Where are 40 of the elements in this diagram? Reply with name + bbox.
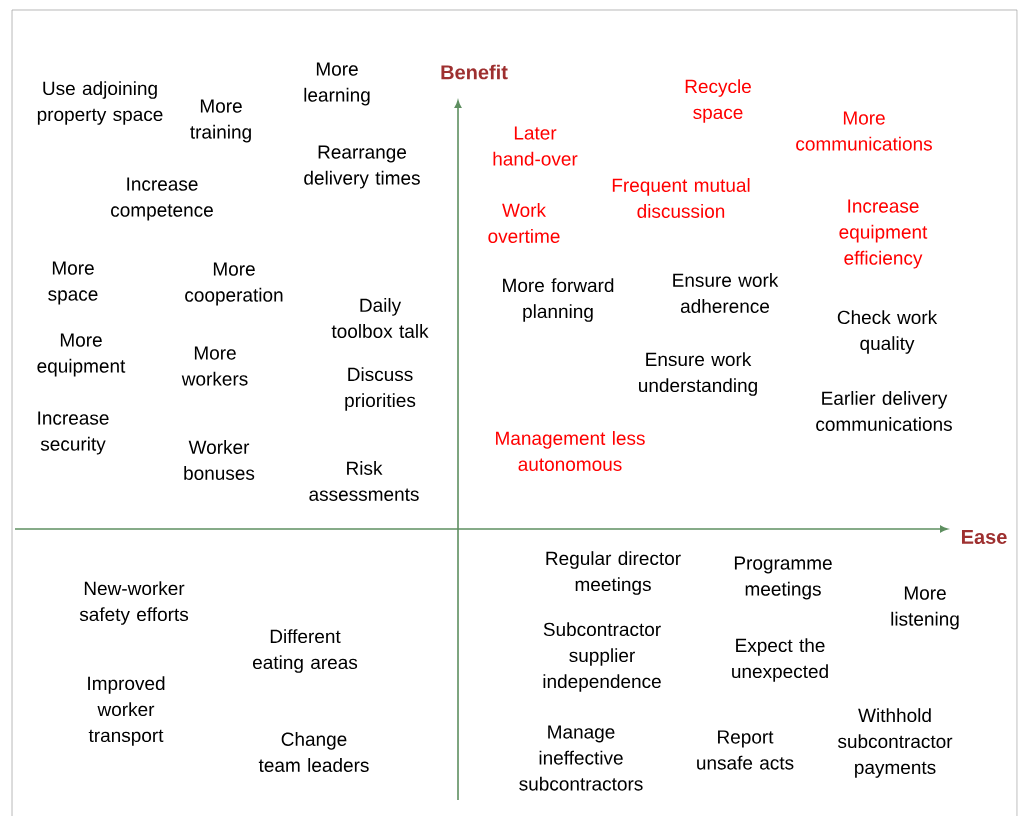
quadrant-label: Ensure work adherence bbox=[673, 273, 779, 313]
quadrant-label: More communications bbox=[796, 111, 932, 151]
quadrant-label: Report unsafe acts bbox=[697, 730, 794, 770]
quadrant-label: Management less autonomous bbox=[496, 431, 645, 471]
quadrant-label: More forward planning bbox=[503, 278, 614, 322]
quadrant-label: More equipment bbox=[37, 333, 126, 377]
quadrant-label: Ensure work understanding bbox=[639, 352, 757, 396]
quadrant-label: Expect the unexpected bbox=[732, 638, 828, 682]
quadrant-label: Different eating areas bbox=[253, 629, 358, 673]
quadrant-label: Recycle space bbox=[685, 79, 751, 123]
quadrant-label: Subcontractor supplier independence bbox=[543, 622, 661, 692]
quadrant-label: Increase competence bbox=[111, 177, 213, 221]
quadrant-label: Rearrange delivery times bbox=[304, 145, 420, 189]
quadrant-label: Later hand-over bbox=[493, 126, 578, 166]
quadrant-label: More workers bbox=[181, 346, 248, 386]
quadrant-label: Check work quality bbox=[837, 310, 938, 354]
quadrant-label: More training bbox=[190, 99, 251, 143]
quadrant-label: Manage ineffective subcontractors bbox=[519, 725, 643, 791]
quadrant-label: Daily toolbox talk bbox=[331, 298, 429, 338]
quadrant-label: Increase equipment efficiency bbox=[839, 199, 928, 269]
quadrant-label: Withhold subcontractor payments bbox=[838, 708, 953, 778]
quadrant-label: Work overtime bbox=[488, 203, 560, 243]
quadrant-label: Improved worker transport bbox=[88, 676, 165, 746]
quadrant-label: Risk assessments bbox=[309, 461, 419, 501]
quadrant-label: Increase security bbox=[38, 411, 109, 455]
quadrant-label: Earlier delivery communications bbox=[816, 391, 952, 431]
quadrant-label: More listening bbox=[891, 586, 959, 630]
quadrant-label: More space bbox=[48, 261, 98, 305]
quadrant-label: New-worker safety efforts bbox=[79, 581, 189, 625]
quadrant-label: Discuss priorities bbox=[345, 367, 416, 411]
axis-label: Benefit bbox=[441, 64, 508, 80]
quadrant-label: More cooperation bbox=[185, 262, 283, 306]
quadrant-label: Regular director meetings bbox=[546, 551, 681, 595]
quadrant-label: More learning bbox=[304, 62, 370, 106]
axis-label: Ease bbox=[962, 530, 1007, 544]
quadrant-label: Use adjoining property space bbox=[37, 81, 163, 125]
quadrant-label: Change team leaders bbox=[258, 732, 369, 772]
quadrant-label: Programme meetings bbox=[734, 556, 832, 600]
quadrant-label: Worker bonuses bbox=[184, 440, 255, 480]
quadrant-label: Frequent mutual discussion bbox=[612, 178, 750, 218]
